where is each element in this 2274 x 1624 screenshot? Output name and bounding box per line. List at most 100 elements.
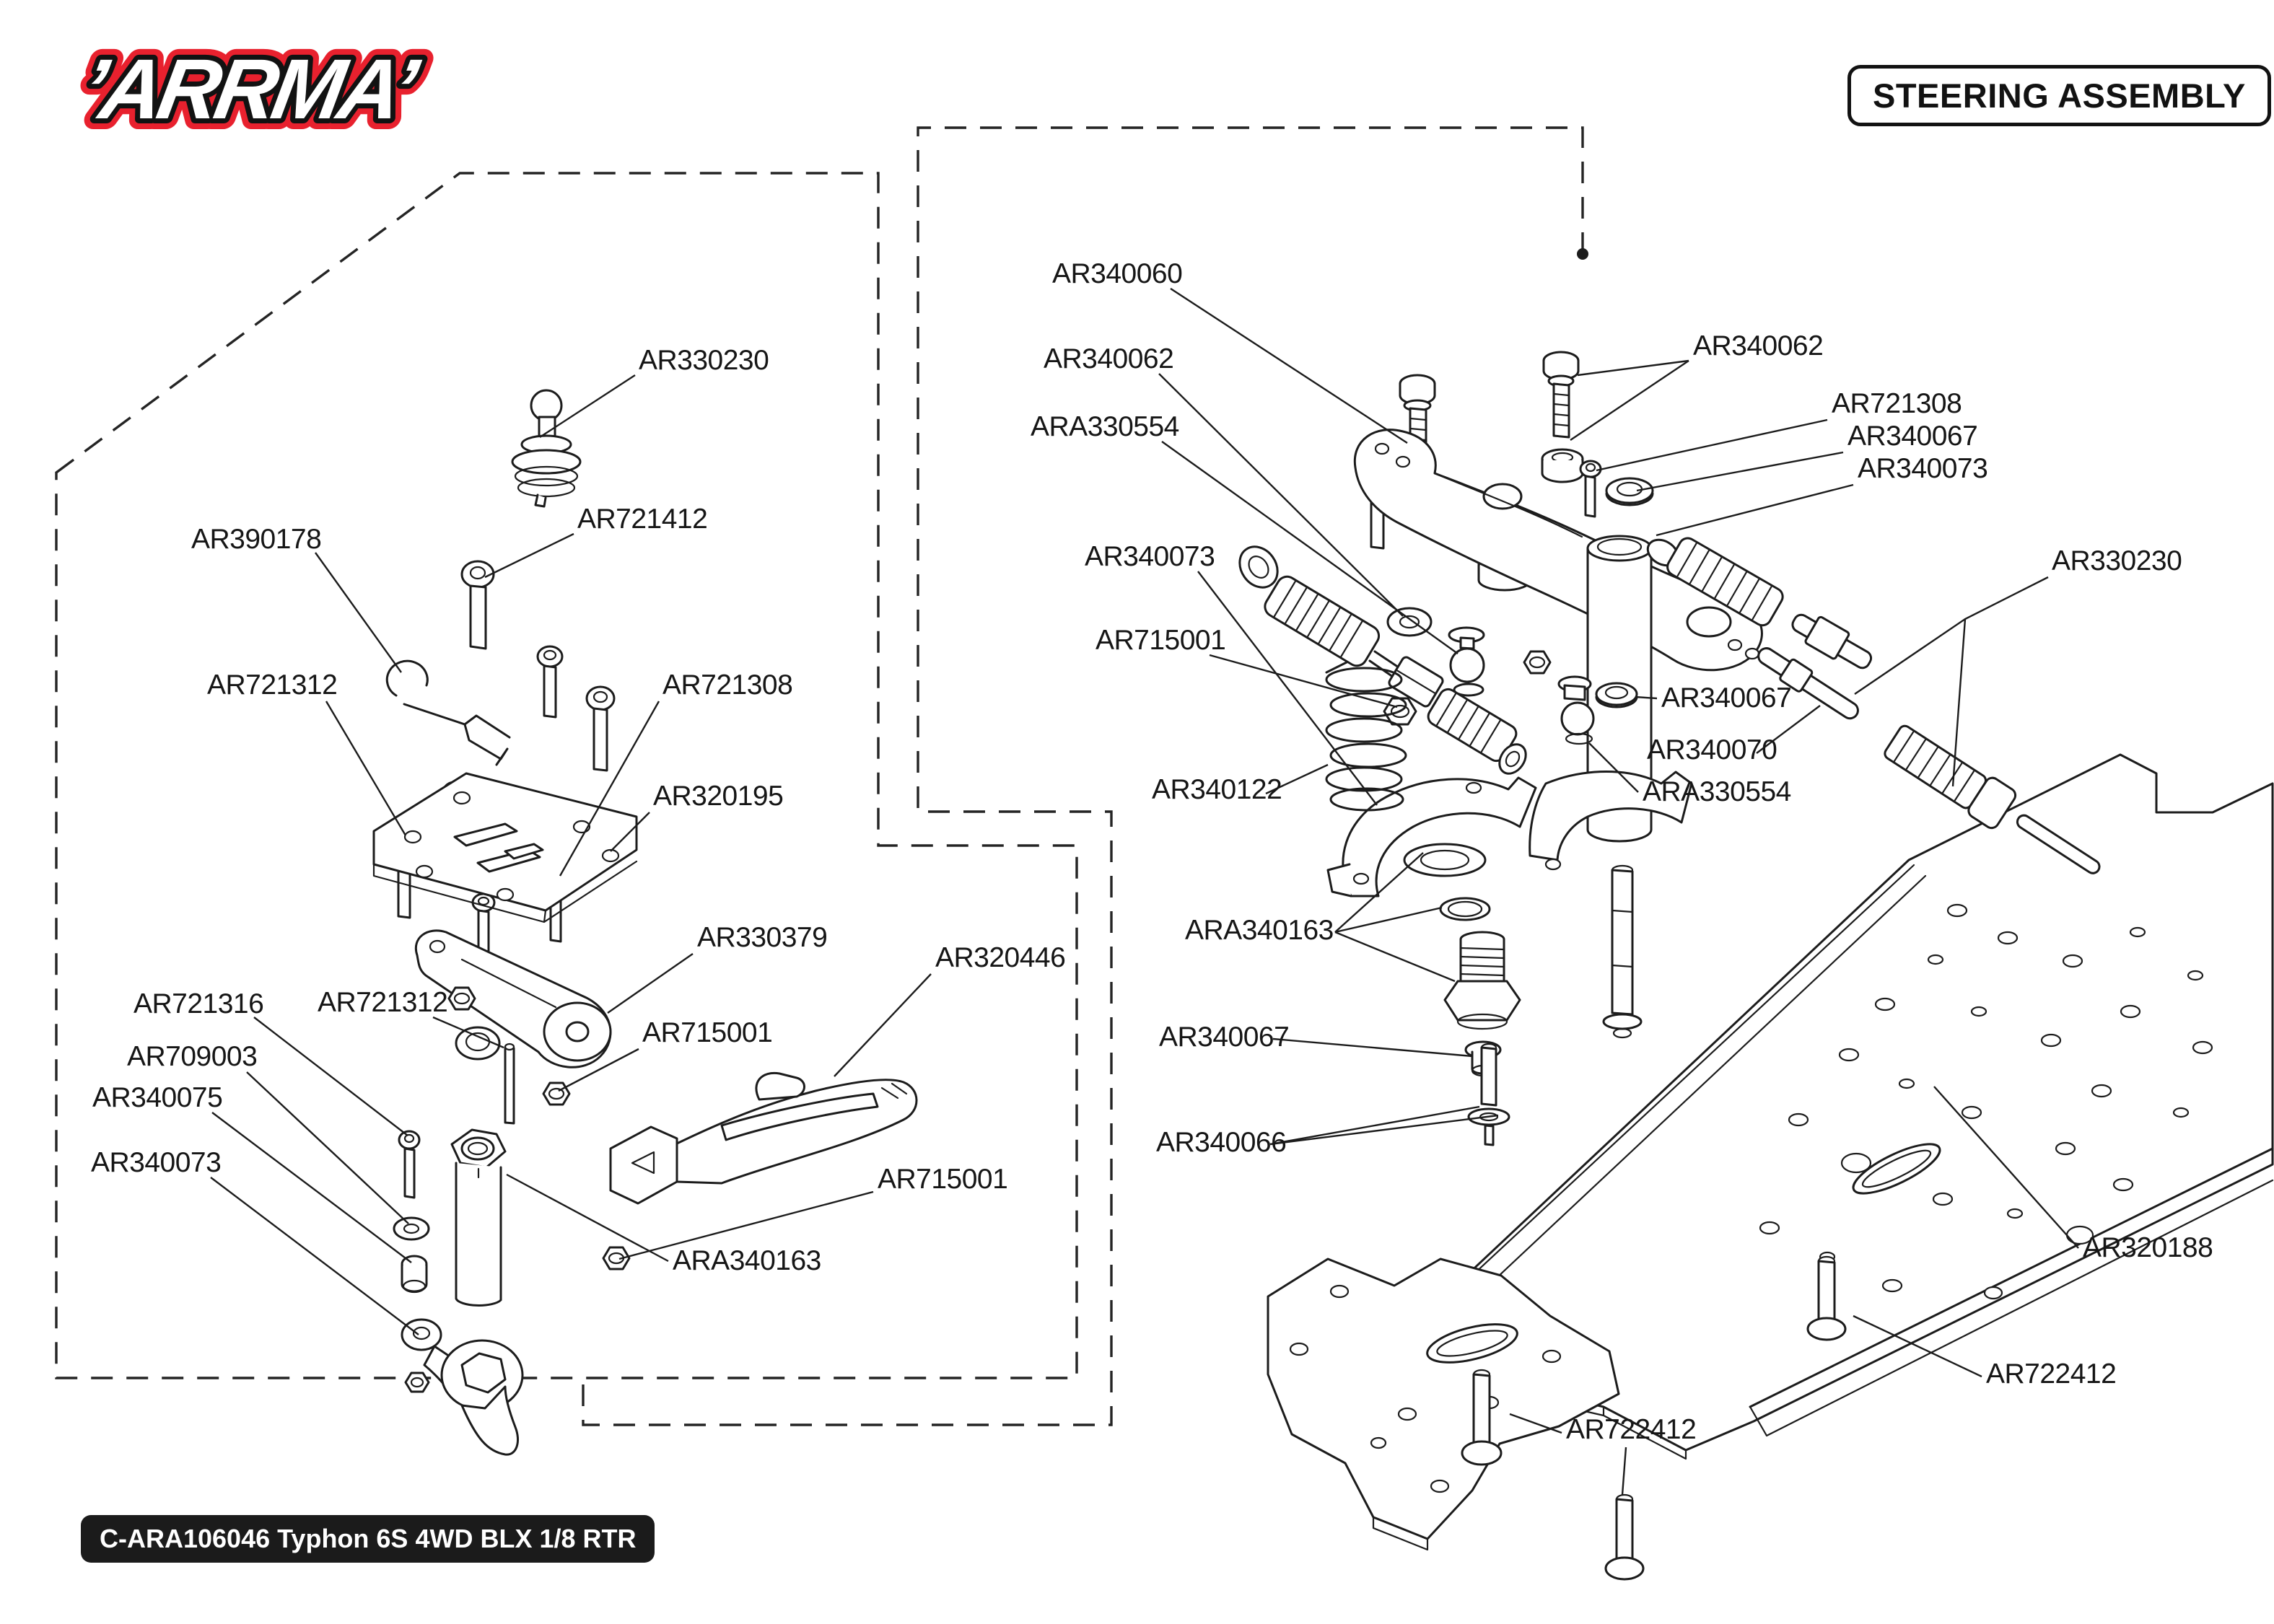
leader-line-ar330230-r [1854, 576, 2049, 695]
leader-line-ar330230-l [539, 374, 636, 439]
leader-line-ar330379 [607, 953, 694, 1014]
leader-line-ar330230-r-1 [1951, 618, 1967, 787]
part-label-ar340062-r: AR340062 [1693, 330, 1823, 361]
left-dashed-box [55, 172, 1078, 1379]
part-label-ar721412: AR721412 [577, 504, 707, 535]
part-label-ar340062-l: AR340062 [1044, 343, 1173, 374]
chassis-holes [1759, 903, 2213, 1300]
part-label-ar715001-c: AR715001 [1096, 625, 1225, 656]
part-bushing-ar340075 [401, 1255, 428, 1294]
leader-line-ara340163-r [1334, 852, 1424, 933]
part-label-ar330230-r: AR330230 [2052, 545, 2182, 576]
leader-line-ar340122 [1265, 763, 1329, 795]
leader-line-ar715001-a [558, 1048, 639, 1092]
part-washer-big [1403, 843, 1487, 877]
leader-line-ar320195 [610, 812, 650, 852]
model-badge: C-ARA106046 Typhon 6S 4WD BLX 1/8 RTR [81, 1515, 655, 1563]
part-servo-link-lower [1884, 724, 2101, 874]
part-steering-rack-ar320446 [609, 1071, 918, 1205]
part-label-ar709003: AR709003 [127, 1041, 257, 1072]
leader-line-ar721412 [484, 532, 574, 579]
part-turnbuckle-link [1238, 545, 1527, 775]
leader-line-ar340073-l [210, 1177, 419, 1335]
leader-line-ara340163-r-1 [1334, 906, 1443, 934]
part-label-ar330379: AR330379 [697, 922, 827, 953]
part-label-ara330554-r: ARA330554 [1643, 776, 1791, 807]
part-label-ar715001-b: AR715001 [878, 1164, 1007, 1195]
part-label-ar715001-a: AR715001 [642, 1017, 772, 1048]
dashed-box-end-dot [1577, 248, 1588, 260]
leader-line-ar340060 [1170, 287, 1408, 444]
part-label-ar721312-a: AR721312 [207, 670, 337, 701]
leader-line-ar320188 [1933, 1086, 2079, 1249]
leader-line-ar721308-l [559, 701, 660, 877]
leader-line-ar721316 [253, 1017, 408, 1136]
part-label-ar340070: AR340070 [1647, 734, 1777, 765]
logo-text: ’ARRMA’ [74, 42, 426, 137]
part-label-ar722412-b: AR722412 [1566, 1414, 1696, 1445]
part-brace-plate-ar340060 [1353, 429, 1763, 672]
part-label-ar320188: AR320188 [2083, 1232, 2213, 1263]
part-label-ar340060: AR340060 [1052, 258, 1182, 289]
part-label-ar721316: AR721316 [134, 988, 263, 1019]
part-nut-ar715001-lower [602, 1246, 631, 1270]
leader-line-ar715001-b [618, 1190, 874, 1260]
part-bellcrank-ar330379 [414, 929, 612, 1068]
leader-line-ar722412-b-1 [1621, 1447, 1627, 1496]
leader-line-ar340066-1 [1269, 1114, 1499, 1146]
part-bolt-ar340062-right [1542, 351, 1580, 439]
leader-line-ar721312-b [432, 1016, 504, 1049]
leader-line-ar390178 [315, 552, 402, 673]
part-label-ar340067-m: AR340067 [1661, 682, 1791, 714]
part-nut-center [1523, 650, 1552, 675]
part-label-ar320195: AR320195 [653, 781, 783, 812]
part-post-ara340163 [450, 1128, 507, 1307]
part-label-ara340163-l: ARA340163 [673, 1245, 821, 1276]
leader-line-ar721308-r [1596, 418, 1828, 472]
leader-line-ar340073-m [1197, 571, 1378, 806]
part-label-ara340163-r: ARA340163 [1185, 915, 1334, 946]
part-pin-tall [1602, 864, 1643, 1039]
part-label-ar340122: AR340122 [1152, 774, 1282, 805]
part-servo-horn-ar340073 [401, 1318, 524, 1456]
leader-line-ara340163-r-2 [1334, 931, 1456, 983]
part-label-ar340066: AR340066 [1156, 1127, 1286, 1158]
part-body-clip-ar390178 [385, 659, 511, 766]
logo-outline-red: ’ARRMA’ [74, 42, 426, 137]
part-label-ar390178: AR390178 [191, 524, 321, 555]
part-chassis-plate [1381, 753, 2274, 1460]
part-pivot-ball-ara330554 [1448, 626, 1485, 697]
leader-line-ar340062-r-1 [1570, 360, 1689, 441]
part-label-ar320446: AR320446 [935, 942, 1065, 973]
part-washer-ar340062 [1386, 607, 1433, 637]
part-bushing-right-top [1541, 448, 1584, 483]
leader-line-ar709003 [246, 1071, 409, 1224]
leader-line-ar722412-r [1853, 1314, 1982, 1378]
model-badge-text: C-ARA106046 Typhon 6S 4WD BLX 1/8 RTR [100, 1524, 637, 1553]
leader-line-ar340067-b [1272, 1037, 1473, 1058]
page-title: STEERING ASSEMBLY [1847, 65, 2271, 126]
leader-line-ar715001-c [1209, 654, 1398, 708]
part-bushing-ar340067-mid [1595, 682, 1638, 708]
part-label-ar721308-l: AR721308 [662, 670, 792, 701]
part-bushing-ar340067-top [1605, 477, 1654, 506]
part-label-ar340075: AR340075 [92, 1082, 222, 1113]
part-hex-fitting [1443, 931, 1521, 1030]
part-label-ar340073-r: AR340073 [1858, 453, 1987, 484]
part-washer-ar709003 [393, 1216, 430, 1241]
leader-line-ara340163-l [506, 1173, 669, 1263]
part-servo-link-upper [1646, 537, 1873, 670]
part-screw-ar721412 [460, 560, 495, 650]
part-cradle-horn-right [1529, 771, 1693, 871]
part-screws-ar722412 [1461, 1255, 1847, 1581]
part-front-brace-plate [1267, 1257, 1620, 1551]
leader-line-ar721312-a [325, 701, 407, 836]
part-label-ar721308-r: AR721308 [1832, 388, 1962, 419]
leader-line-ar340067-t [1636, 451, 1844, 492]
part-label-ar340067-b: AR340067 [1159, 1022, 1289, 1053]
leader-line-ara330554-r [1588, 742, 1639, 793]
leader-line-ar722412-b [1509, 1413, 1562, 1434]
